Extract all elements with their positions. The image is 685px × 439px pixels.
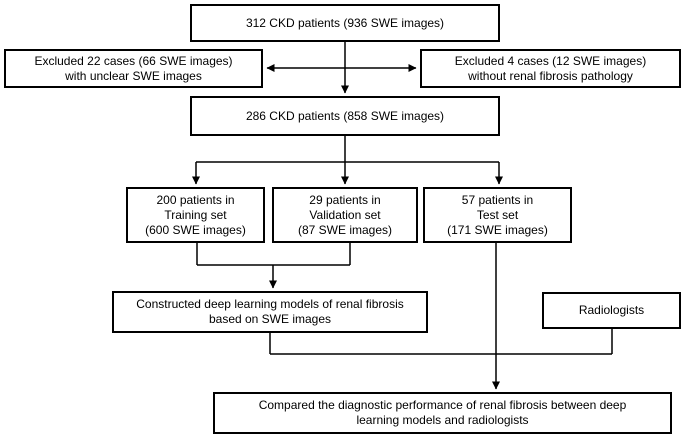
box-validation-set-line3: (87 SWE images) <box>297 222 393 237</box>
box-validation-set-line2: Validation set <box>309 207 381 222</box>
box-included-patients: 286 CKD patients (858 SWE images) <box>190 96 500 136</box>
box-test-set-line2: Test set <box>476 207 519 222</box>
box-test-set-line3: (171 SWE images) <box>447 222 548 237</box>
box-deep-learning-model: Constructed deep learning models of rena… <box>112 291 428 333</box>
box-total-patients-text: 312 CKD patients (936 SWE images) <box>245 15 445 30</box>
box-total-patients: 312 CKD patients (936 SWE images) <box>190 4 500 42</box>
box-radiologists-text: Radiologists <box>578 303 645 317</box>
box-training-set: 200 patients in Training set (600 SWE im… <box>126 187 265 243</box>
box-excluded-unclear: Excluded 22 cases (66 SWE images) with u… <box>4 49 263 88</box>
box-test-set: 57 patients in Test set (171 SWE images) <box>423 187 572 243</box>
box-comparison: Compared the diagnostic performance of r… <box>213 392 672 434</box>
box-deep-learning-model-line1: Constructed deep learning models of rena… <box>136 297 404 311</box>
box-comparison-line1: Compared the diagnostic performance of r… <box>258 398 627 412</box>
box-excluded-pathology-line1: Excluded 4 cases (12 SWE images) <box>454 53 647 68</box>
box-test-set-line1: 57 patients in <box>461 192 534 207</box>
box-training-set-line3: (600 SWE images) <box>145 222 246 237</box>
box-training-set-line2: Training set <box>164 207 227 222</box>
box-excluded-pathology: Excluded 4 cases (12 SWE images) without… <box>420 49 681 88</box>
box-training-set-line1: 200 patients in <box>156 192 235 207</box>
box-comparison-line2: learning models and radiologists <box>356 413 529 427</box>
box-validation-set-line1: 29 patients in <box>309 192 381 207</box>
box-excluded-unclear-line2: with unclear SWE images <box>65 68 202 83</box>
box-validation-set: 29 patients in Validation set (87 SWE im… <box>272 187 418 243</box>
box-deep-learning-model-line2: based on SWE images <box>208 312 332 326</box>
box-excluded-pathology-line2: without renal fibrosis pathology <box>468 68 633 83</box>
box-radiologists: Radiologists <box>542 292 681 329</box>
box-excluded-unclear-line1: Excluded 22 cases (66 SWE images) <box>34 53 233 68</box>
box-included-patients-text: 286 CKD patients (858 SWE images) <box>245 108 445 123</box>
